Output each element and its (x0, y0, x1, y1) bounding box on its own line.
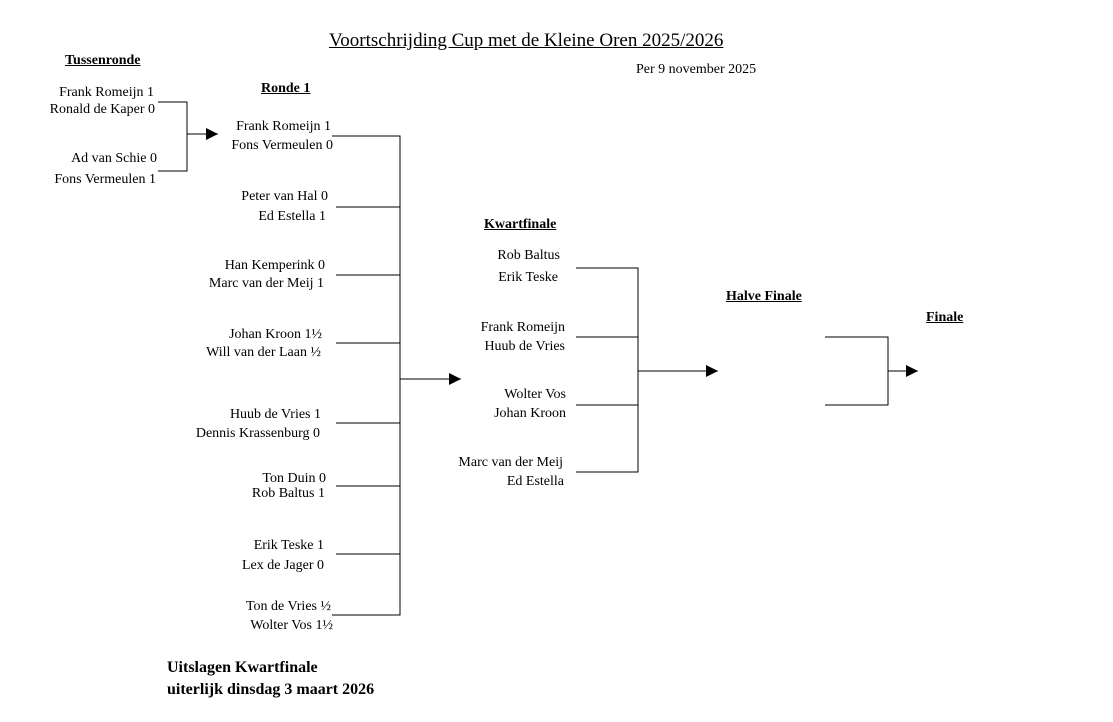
tussenronde-player: Ronald de Kaper 0 (49, 102, 155, 117)
ronde1-bracket (332, 135, 401, 616)
kwartfinale-player: Huub de Vries (484, 339, 565, 354)
kwartfinale-player: Rob Baltus (497, 248, 560, 263)
ronde1-player: Ed Estella 1 (258, 209, 326, 224)
finale-bracket (825, 336, 889, 406)
ronde1-player: Huub de Vries 1 (229, 407, 321, 422)
kwartfinale-player: Frank Romeijn (480, 320, 565, 335)
header-kwartfinale: Kwartfinale (484, 217, 557, 232)
ronde1-player: Lex de Jager 0 (241, 558, 324, 573)
date-label: Per 9 november 2025 (636, 62, 757, 77)
deadline-note-line2: uiterlijk dinsdag 3 maart 2026 (167, 681, 375, 698)
ronde1-player: Fons Vermeulen 0 (231, 138, 333, 153)
kwartfinale-player: Marc van der Meij (458, 455, 563, 470)
tussenronde-player: Fons Vermeulen 1 (54, 172, 156, 187)
tussenronde-bracket (158, 101, 188, 172)
tussenronde-player: Ad van Schie 0 (71, 151, 157, 166)
ronde1-player: Frank Romeijn 1 (236, 119, 331, 134)
kwartfinale-player: Ed Estella (506, 474, 564, 489)
ronde1-player: Han Kemperink 0 (224, 258, 325, 273)
ronde1-player: Erik Teske 1 (253, 538, 324, 553)
header-finale: Finale (926, 310, 964, 325)
ronde1-player: Peter van Hal 0 (241, 189, 328, 204)
header-halve-finale: Halve Finale (726, 289, 802, 304)
ronde1-player: Marc van der Meij 1 (208, 276, 324, 291)
header-ronde1: Ronde 1 (261, 81, 311, 96)
header-tussenronde: Tussenronde (65, 53, 141, 68)
kwartfinale-bracket (576, 267, 639, 473)
ronde1-player: Wolter Vos 1½ (250, 618, 333, 633)
page-title: Voortschrijding Cup met de Kleine Oren 2… (329, 30, 724, 51)
deadline-note-line1: Uitslagen Kwartfinale (167, 659, 318, 676)
ronde1-player: Rob Baltus 1 (251, 486, 325, 501)
ronde1-player: Johan Kroon 1½ (229, 327, 322, 342)
kwartfinale-player: Erik Teske (498, 270, 558, 285)
tussenronde-player: Frank Romeijn 1 (59, 85, 154, 100)
ronde1-player: Ton Duin 0 (262, 471, 326, 486)
ronde1-player: Dennis Krassenburg 0 (195, 426, 320, 441)
ronde1-player: Ton de Vries ½ (245, 599, 331, 614)
kwartfinale-player: Wolter Vos (504, 387, 566, 402)
kwartfinale-player: Johan Kroon (494, 406, 566, 421)
ronde1-player: Will van der Laan ½ (206, 345, 321, 360)
